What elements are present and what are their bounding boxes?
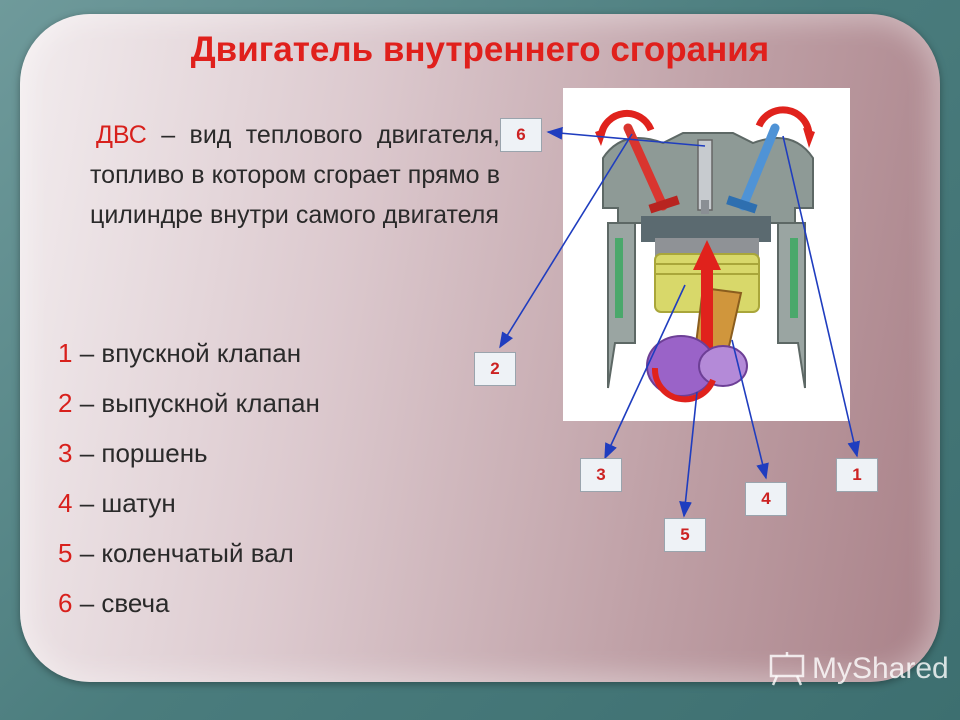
legend-number: 5 [58, 538, 73, 568]
rotation-arrow-left-head-icon [595, 128, 607, 146]
parts-legend: 1 – впускной клапан 2 – выпускной клапан… [58, 328, 320, 628]
spark-plug-tip [701, 200, 709, 214]
rotation-arrow-right-head-icon [803, 128, 815, 148]
water-jacket-left [615, 238, 623, 318]
callout-label-4: 4 [745, 482, 787, 516]
legend-number: 2 [58, 388, 73, 418]
watermark: MyShared [768, 652, 949, 686]
rotation-arrow-left-icon [597, 109, 655, 137]
legend-text: – свеча [72, 588, 170, 618]
legend-item: 5 – коленчатый вал [58, 528, 320, 578]
motion-arrow-shaft-icon [701, 266, 713, 366]
definition-term: ДВС [96, 121, 147, 149]
definition-body: – вид теплового двигателя, топливо в кот… [90, 121, 500, 229]
legend-item: 2 – выпускной клапан [58, 378, 320, 428]
callout-label-2: 2 [474, 352, 516, 386]
intake-valve-head [726, 195, 758, 214]
rotation-arrow-right-icon [755, 106, 813, 135]
legend-item: 4 – шатун [58, 478, 320, 528]
legend-item: 6 – свеча [58, 578, 320, 628]
legend-number: 3 [58, 438, 73, 468]
presentation-board-icon [769, 652, 805, 686]
crankshaft-journal [698, 345, 748, 387]
watermark-text: MyShared [812, 652, 949, 685]
legend-number: 1 [58, 338, 73, 368]
legend-text: – впускной клапан [72, 338, 302, 368]
engine-illustration [595, 106, 815, 403]
legend-text: – шатун [72, 488, 176, 518]
motion-arrow-head-icon [693, 240, 721, 270]
legend-number: 6 [58, 588, 73, 618]
water-jacket-right [790, 238, 798, 318]
combustion-chamber [641, 216, 771, 242]
legend-text: – коленчатый вал [72, 538, 294, 568]
exhaust-valve-head [648, 195, 680, 214]
callout-label-6: 6 [500, 118, 542, 152]
legend-item: 3 – поршень [58, 428, 320, 478]
legend-text: – поршень [72, 438, 208, 468]
legend-item: 1 – впускной клапан [58, 328, 320, 378]
legend-number: 4 [58, 488, 73, 518]
engine-diagram [563, 88, 850, 421]
legend-text: – выпускной клапан [72, 388, 320, 418]
spark-plug [697, 139, 713, 211]
definition-text: ДВС – вид теплового двигателя, топливо в… [90, 115, 500, 235]
slide-title: Двигатель внутреннего сгорания [190, 30, 770, 69]
intake-valve-stem [738, 123, 780, 211]
callout-label-1: 1 [836, 458, 878, 492]
callout-label-5: 5 [664, 518, 706, 552]
callout-label-3: 3 [580, 458, 622, 492]
